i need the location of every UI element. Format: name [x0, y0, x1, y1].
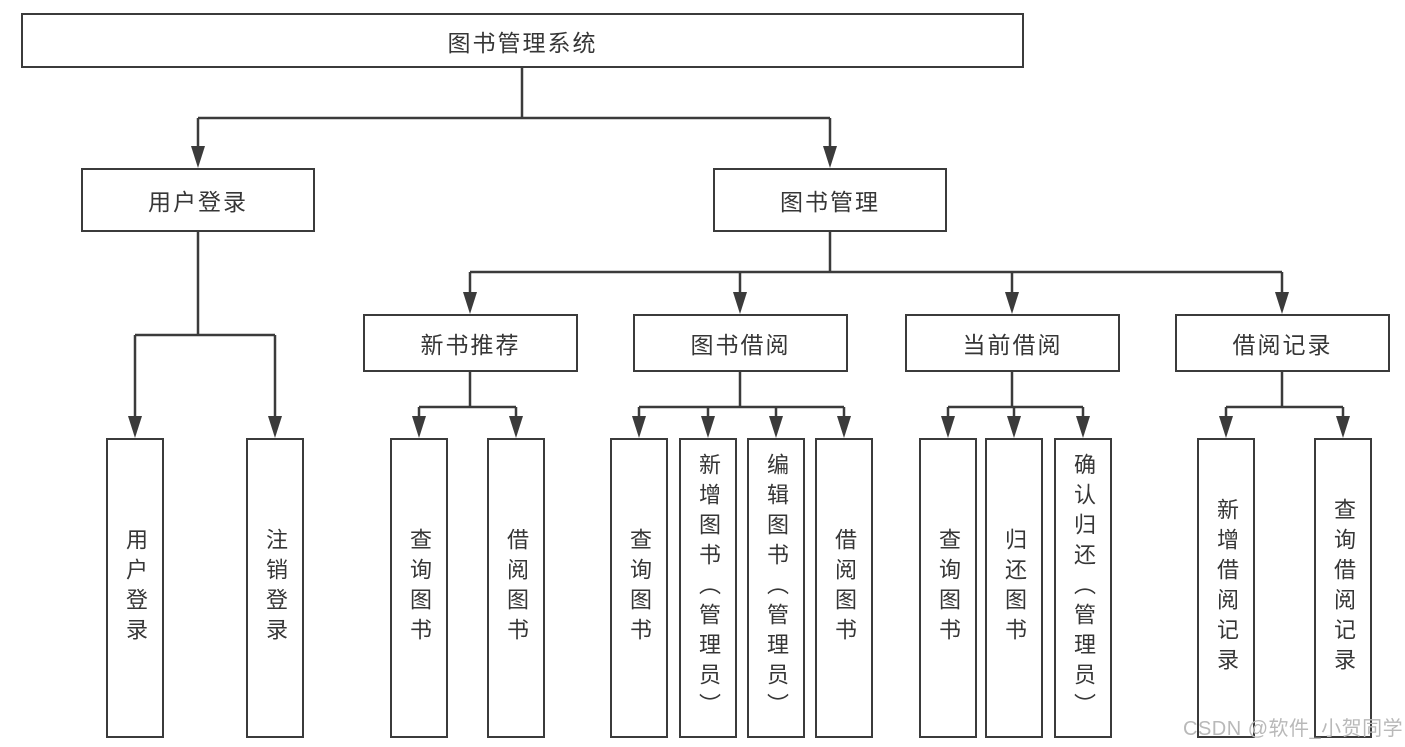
leaf-br-add-record: 新增借阅记录: [1197, 438, 1255, 738]
arrowhead: [733, 292, 747, 314]
node-borrowing-records: 借阅记录: [1175, 314, 1390, 372]
node-library-management-system: 图书管理系统: [21, 13, 1024, 68]
connector-line: [946, 372, 1085, 418]
node-book-management: 图书管理: [713, 168, 947, 232]
connector-line: [468, 232, 1284, 294]
arrowhead: [128, 416, 142, 438]
connector-line: [133, 232, 277, 418]
arrowhead: [412, 416, 426, 438]
leaf-logout-login: 注销登录: [246, 438, 304, 738]
watermark: CSDN @软件_小贺同学: [1183, 718, 1404, 740]
leaf-bb-query-books: 查询图书: [610, 438, 668, 738]
connector-line: [196, 68, 832, 148]
leaf-br-query-record: 查询借阅记录: [1314, 438, 1372, 738]
leaf-bb-borrow-books: 借阅图书: [815, 438, 873, 738]
node-new-book-recommendation: 新书推荐: [363, 314, 578, 372]
connector-root-to-level2: [191, 68, 837, 168]
connector-user-login-to-children: [128, 232, 282, 438]
arrowhead: [1076, 416, 1090, 438]
leaf-bb-add-books-admin: 新增图书（管理员）: [679, 438, 737, 738]
node-current-borrowing: 当前借阅: [905, 314, 1120, 372]
connector-book-mgmt-to-level3: [463, 232, 1289, 314]
arrowhead: [941, 416, 955, 438]
leaf-cb-confirm-return-admin: 确认归还（管理员）: [1054, 438, 1112, 738]
arrowhead: [1005, 292, 1019, 314]
leaf-rec-query-books: 查询图书: [390, 438, 448, 738]
leaf-bb-edit-books-admin: 编辑图书（管理员）: [747, 438, 805, 738]
connector-current-borrow-to-children: [941, 372, 1090, 438]
arrowhead: [1007, 416, 1021, 438]
arrowhead: [837, 416, 851, 438]
leaf-cb-query-books: 查询图书: [919, 438, 977, 738]
leaf-rec-borrow-books: 借阅图书: [487, 438, 545, 738]
arrowhead: [509, 416, 523, 438]
connector-line: [417, 372, 518, 418]
connector-borrow-records-to-children: [1219, 372, 1350, 438]
arrowhead: [1275, 292, 1289, 314]
arrowhead: [191, 146, 205, 168]
arrowhead: [823, 146, 837, 168]
arrowhead: [769, 416, 783, 438]
leaf-user-login: 用户登录: [106, 438, 164, 738]
arrowhead: [1336, 416, 1350, 438]
arrowhead: [701, 416, 715, 438]
arrowhead: [632, 416, 646, 438]
node-user-login: 用户登录: [81, 168, 315, 232]
connector-new-book-rec-to-children: [412, 372, 523, 438]
leaf-cb-return-books: 归还图书: [985, 438, 1043, 738]
arrowhead: [1219, 416, 1233, 438]
connector-line: [1224, 372, 1345, 418]
connector-line: [637, 372, 846, 418]
arrowhead: [463, 292, 477, 314]
connector-book-borrow-to-children: [632, 372, 851, 438]
arrowhead: [268, 416, 282, 438]
node-book-borrowing: 图书借阅: [633, 314, 848, 372]
